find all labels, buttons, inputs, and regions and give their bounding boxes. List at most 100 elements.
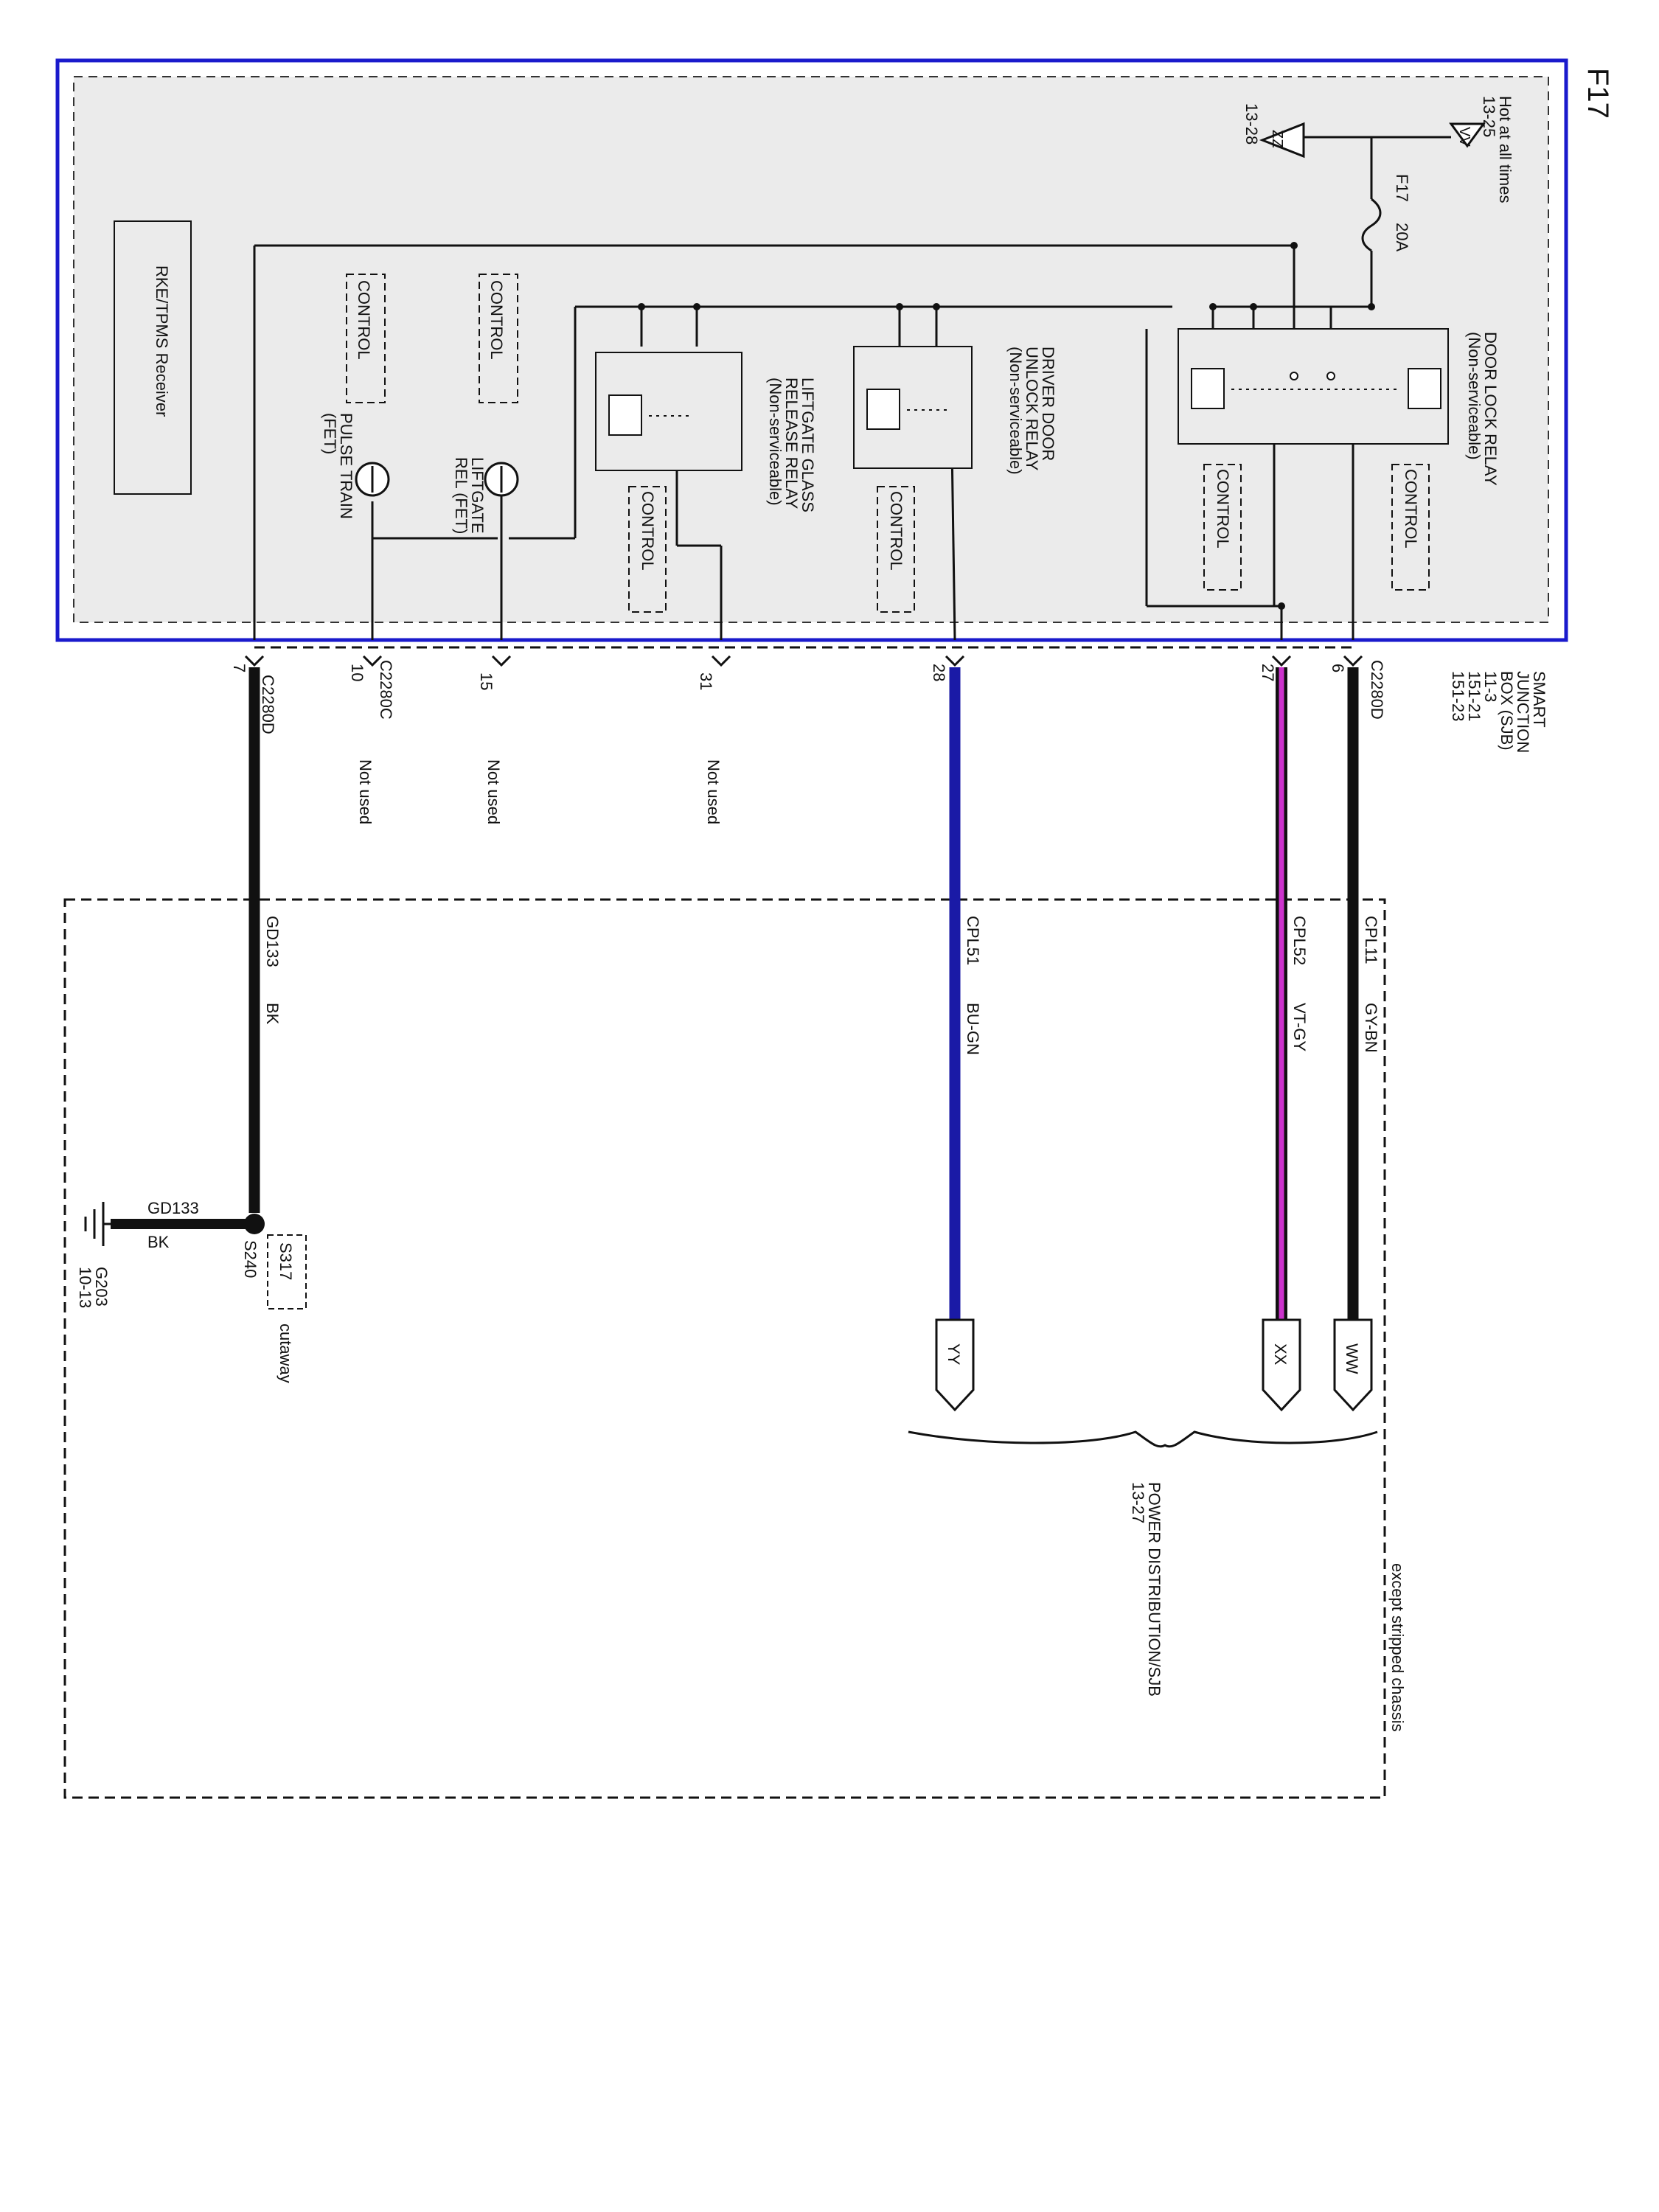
svg-text:15: 15 xyxy=(477,672,495,690)
svg-text:27: 27 xyxy=(1259,664,1277,681)
connector-yy: YY xyxy=(935,1318,975,1412)
connector-xx: XX xyxy=(1262,1318,1301,1412)
splice-s317: S317 xyxy=(267,1234,307,1310)
liftgate-fet-control: CONTROL xyxy=(479,274,518,403)
junction-dots xyxy=(638,242,1375,610)
svg-text:JUNCTION: JUNCTION xyxy=(1514,671,1532,753)
vv-ref: 13-25 xyxy=(1480,96,1498,137)
ground-wire-circuit: GD133 xyxy=(147,1199,199,1217)
door-lock-relay-sub: (Non-serviceable) xyxy=(1465,332,1484,460)
splice-s240: S240 xyxy=(241,1240,260,1278)
not-used-pin10: Not used xyxy=(356,759,375,824)
liftgate-rel-label-1: LIFTGATE xyxy=(468,457,487,534)
fuse-rating: 20A xyxy=(1393,223,1411,251)
pulse-train-fet-control: CONTROL xyxy=(346,274,386,403)
liftgate-glass-release-relay xyxy=(595,352,742,471)
svg-text:11-3: 11-3 xyxy=(1481,671,1500,702)
svg-text:WW: WW xyxy=(1343,1343,1361,1374)
door-lock-control-left: CONTROL xyxy=(1203,464,1242,591)
svg-text:28: 28 xyxy=(930,664,948,681)
svg-text:CONTROL: CONTROL xyxy=(1402,469,1420,549)
fuse-name: F17 xyxy=(1393,174,1411,202)
cutaway-label: cutaway xyxy=(276,1324,295,1383)
svg-text:Not used: Not used xyxy=(704,759,723,824)
rke-tpms-receiver-box xyxy=(114,220,192,495)
zz-ref: 13-28 xyxy=(1242,103,1261,145)
liftgate-glass-label-2: RELEASE RELAY xyxy=(782,378,801,509)
svg-text:CONTROL: CONTROL xyxy=(355,280,373,360)
cpl11-color: GY-BN xyxy=(1362,1003,1380,1053)
page-id: F17 xyxy=(1582,68,1614,119)
hot-at-all-times: Hot at all times xyxy=(1496,96,1514,204)
svg-text:VV: VV xyxy=(1456,127,1472,147)
fet-transistor-icon xyxy=(484,462,519,497)
svg-text:6: 6 xyxy=(1329,664,1347,672)
driver-unlock-label-2: UNLOCK RELAY xyxy=(1023,347,1041,471)
driver-door-unlock-relay xyxy=(853,346,973,469)
pulse-train-label-2: (FET) xyxy=(321,413,339,454)
liftgate-glass-control: CONTROL xyxy=(628,486,667,613)
door-lock-relay xyxy=(1178,328,1449,445)
cpl51-circuit: CPL51 xyxy=(964,916,982,965)
cpl52-color: VT-GY xyxy=(1290,1003,1309,1051)
pin-numbers: 6 27 28 31 15 10 7 xyxy=(230,664,1347,690)
driver-unlock-label-3: (Non-serviceable) xyxy=(1006,347,1025,475)
svg-text:S317: S317 xyxy=(276,1242,295,1280)
gd133-circuit: GD133 xyxy=(263,916,282,967)
connector-c2280d-right: C2280D xyxy=(1368,660,1386,720)
rke-tpms-receiver-label: RKE/TPMS Receiver xyxy=(153,265,171,417)
driver-unlock-control: CONTROL xyxy=(877,486,915,613)
pulse-train-label-1: PULSE TRAIN xyxy=(337,413,355,519)
ground-icon xyxy=(84,1202,111,1246)
svg-text:XX: XX xyxy=(1271,1343,1290,1366)
door-lock-relay-label: DOOR LOCK RELAY xyxy=(1481,332,1500,486)
cpl52-circuit: CPL52 xyxy=(1290,916,1309,965)
driver-unlock-label-1: DRIVER DOOR xyxy=(1039,347,1057,461)
power-input-vv: VV xyxy=(1449,122,1486,148)
connector-c2280c: C2280C xyxy=(377,660,395,720)
svg-text:CONTROL: CONTROL xyxy=(1214,469,1232,549)
svg-text:YY: YY xyxy=(945,1343,963,1366)
connector-pin-arrows xyxy=(244,655,1363,667)
liftgate-glass-label-3: (Non-serviceable) xyxy=(766,378,785,506)
coil-icon xyxy=(608,394,642,436)
svg-text:SMART: SMART xyxy=(1530,671,1548,728)
cpl11-circuit: CPL11 xyxy=(1362,916,1380,964)
liftgate-rel-label-2: REL (FET) xyxy=(452,457,470,534)
except-stripped-chassis-label: except stripped chassis xyxy=(1388,1563,1407,1732)
svg-text:Not used: Not used xyxy=(484,759,503,824)
destination-label-1: POWER DISTRIBUTION/SJB xyxy=(1145,1482,1164,1697)
svg-text:CONTROL: CONTROL xyxy=(887,491,905,571)
svg-text:CONTROL: CONTROL xyxy=(639,491,657,571)
svg-text:151-23: 151-23 xyxy=(1449,671,1467,722)
svg-text:7: 7 xyxy=(230,664,248,672)
brace xyxy=(908,1430,1378,1448)
fet-transistor-icon xyxy=(355,462,390,497)
svg-text:151-21: 151-21 xyxy=(1465,671,1484,722)
gd133-color: BK xyxy=(263,1003,282,1025)
connector-c2280d-left: C2280D xyxy=(259,675,277,734)
coil-icon xyxy=(866,389,900,430)
svg-text:BOX (SJB): BOX (SJB) xyxy=(1498,671,1516,751)
sjb-name: SMART JUNCTION BOX (SJB) 11-3 151-21 151… xyxy=(1449,671,1548,753)
ground-wire-color: BK xyxy=(147,1233,170,1251)
coil-icon xyxy=(1191,368,1225,409)
fuse-f17 xyxy=(1304,136,1451,307)
except-stripped-chassis-region xyxy=(63,898,1386,1799)
connector-ww: WW xyxy=(1333,1318,1373,1412)
svg-text:ZZ: ZZ xyxy=(1269,130,1285,147)
not-used-labels: Not used Not used Not used xyxy=(356,759,723,824)
wire-labels: CPL11 GY-BN CPL52 VT-GY CPL51 BU-GN GD13… xyxy=(263,916,1380,1055)
destination-label-2: 13-27 xyxy=(1129,1482,1147,1523)
power-input-zz: ZZ xyxy=(1259,122,1305,159)
svg-text:10: 10 xyxy=(348,664,366,681)
ground-id: G203 xyxy=(92,1267,111,1307)
ground-ref: 10-13 xyxy=(76,1267,94,1308)
coil-icon xyxy=(1408,368,1441,409)
svg-text:CONTROL: CONTROL xyxy=(487,280,506,360)
door-lock-control-right: CONTROL xyxy=(1391,464,1430,591)
cpl51-color: BU-GN xyxy=(964,1003,982,1055)
svg-text:31: 31 xyxy=(697,672,715,690)
liftgate-glass-label-1: LIFTGATE GLASS xyxy=(799,378,817,512)
